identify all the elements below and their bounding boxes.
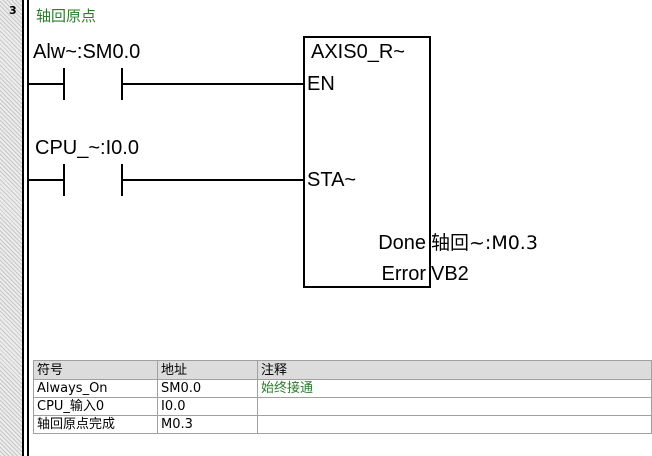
- block-name: AXIS0_R~: [311, 41, 405, 63]
- rung-gutter: [0, 0, 22, 456]
- output-connection-done[interactable]: 轴回~:M0.3: [431, 232, 538, 254]
- block-input-sta: STA~: [307, 169, 356, 191]
- function-block-axis0-r[interactable]: [303, 36, 431, 288]
- symbol-table: 符号 地址 注释 Always_On SM0.0 始终接通 CPU_输入0 I0…: [33, 360, 652, 434]
- cell-comment[interactable]: 始终接通: [257, 379, 652, 398]
- table-row[interactable]: Always_On SM0.0 始终接通: [33, 379, 652, 398]
- rung-number[interactable]: 3: [9, 4, 17, 17]
- cell-symbol[interactable]: Always_On: [33, 379, 158, 398]
- cell-address[interactable]: SM0.0: [157, 379, 258, 398]
- contact-label-alw: Alw~:SM0.0: [33, 41, 140, 63]
- cell-address[interactable]: I0.0: [157, 397, 258, 416]
- contact-alw-sm0-0[interactable]: [63, 68, 123, 100]
- cell-comment[interactable]: [257, 415, 652, 434]
- rung-title[interactable]: 轴回原点: [36, 7, 97, 25]
- table-row[interactable]: CPU_输入0 I0.0: [33, 397, 652, 416]
- block-output-done: Done: [378, 232, 426, 254]
- symbol-table-header: 符号 地址 注释: [33, 360, 652, 380]
- header-symbol[interactable]: 符号: [33, 360, 158, 380]
- header-address[interactable]: 地址: [157, 360, 258, 380]
- contact-cpu-i0-0[interactable]: [63, 164, 123, 196]
- power-rail: [22, 0, 24, 456]
- cell-symbol[interactable]: 轴回原点完成: [33, 415, 158, 434]
- block-input-en: EN: [307, 73, 335, 95]
- cell-comment[interactable]: [257, 397, 652, 416]
- cell-symbol[interactable]: CPU_输入0: [33, 397, 158, 416]
- cell-address[interactable]: M0.3: [157, 415, 258, 434]
- contact-label-cpu: CPU_~:I0.0: [35, 137, 139, 159]
- power-rail-inner: [27, 0, 29, 456]
- header-comment[interactable]: 注释: [257, 360, 652, 380]
- block-output-error: Error: [382, 263, 427, 285]
- output-connection-error[interactable]: VB2: [431, 263, 469, 285]
- table-row[interactable]: 轴回原点完成 M0.3: [33, 415, 652, 434]
